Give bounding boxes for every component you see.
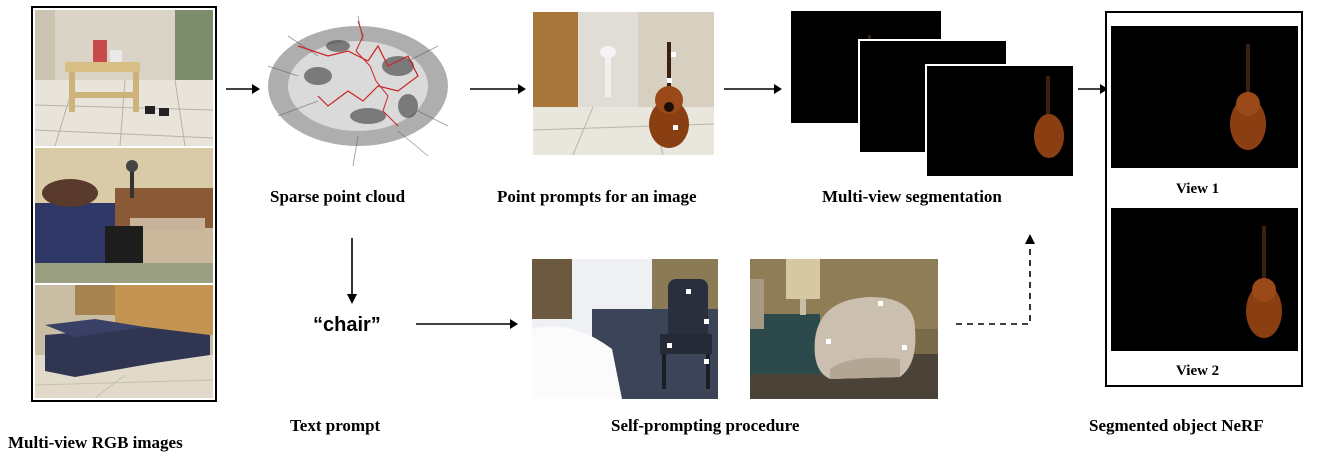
view2-label: View 2 — [1176, 363, 1220, 379]
prompt-point — [667, 78, 672, 83]
rgb-image-room1 — [35, 10, 213, 146]
prompt-point — [686, 289, 691, 294]
multiview-seg-label: Multi-view segmentation — [822, 187, 1002, 206]
arrow-images-to-cloud — [226, 84, 260, 94]
prompt-point — [704, 359, 709, 364]
arrow-text-to-selfprompt — [416, 319, 518, 329]
prompt-point — [826, 339, 831, 344]
nerf-view-2 — [1111, 208, 1298, 351]
arrow-prompts-to-seg — [724, 84, 782, 94]
prompt-point — [878, 301, 883, 306]
prompt-point — [667, 343, 672, 348]
self-prompt-image-1 — [532, 259, 718, 399]
prompt-point — [671, 52, 676, 57]
point-prompts-label: Point prompts for an image — [497, 187, 697, 206]
sparse-cloud-label: Sparse point cloud — [270, 187, 406, 206]
dashed-arrow-selfprompt-to-seg — [956, 234, 1035, 325]
segmented-nerf-label: Segmented object NeRF — [1089, 416, 1264, 435]
point-prompts-image — [533, 12, 714, 155]
text-prompt-value: “chair” — [313, 314, 381, 336]
rgb-image-room2 — [35, 148, 213, 283]
segmentation-view-3 — [927, 66, 1073, 176]
arrow-cloud-to-text — [347, 238, 357, 304]
text-prompt-label: Text prompt — [290, 416, 381, 435]
arrow-seg-to-nerf — [1078, 84, 1108, 94]
sparse-point-cloud-image — [258, 6, 463, 171]
prompt-point — [704, 319, 709, 324]
rgb-images-label: Multi-view RGB images — [8, 433, 183, 452]
rgb-image-room3 — [35, 285, 213, 398]
prompt-point — [902, 345, 907, 350]
arrow-cloud-to-prompts — [470, 84, 526, 94]
view1-label: View 1 — [1176, 181, 1220, 197]
nerf-view-1 — [1111, 26, 1298, 168]
prompt-point — [673, 125, 678, 130]
self-prompting-label: Self-prompting procedure — [611, 416, 800, 435]
self-prompt-image-2 — [750, 259, 938, 399]
